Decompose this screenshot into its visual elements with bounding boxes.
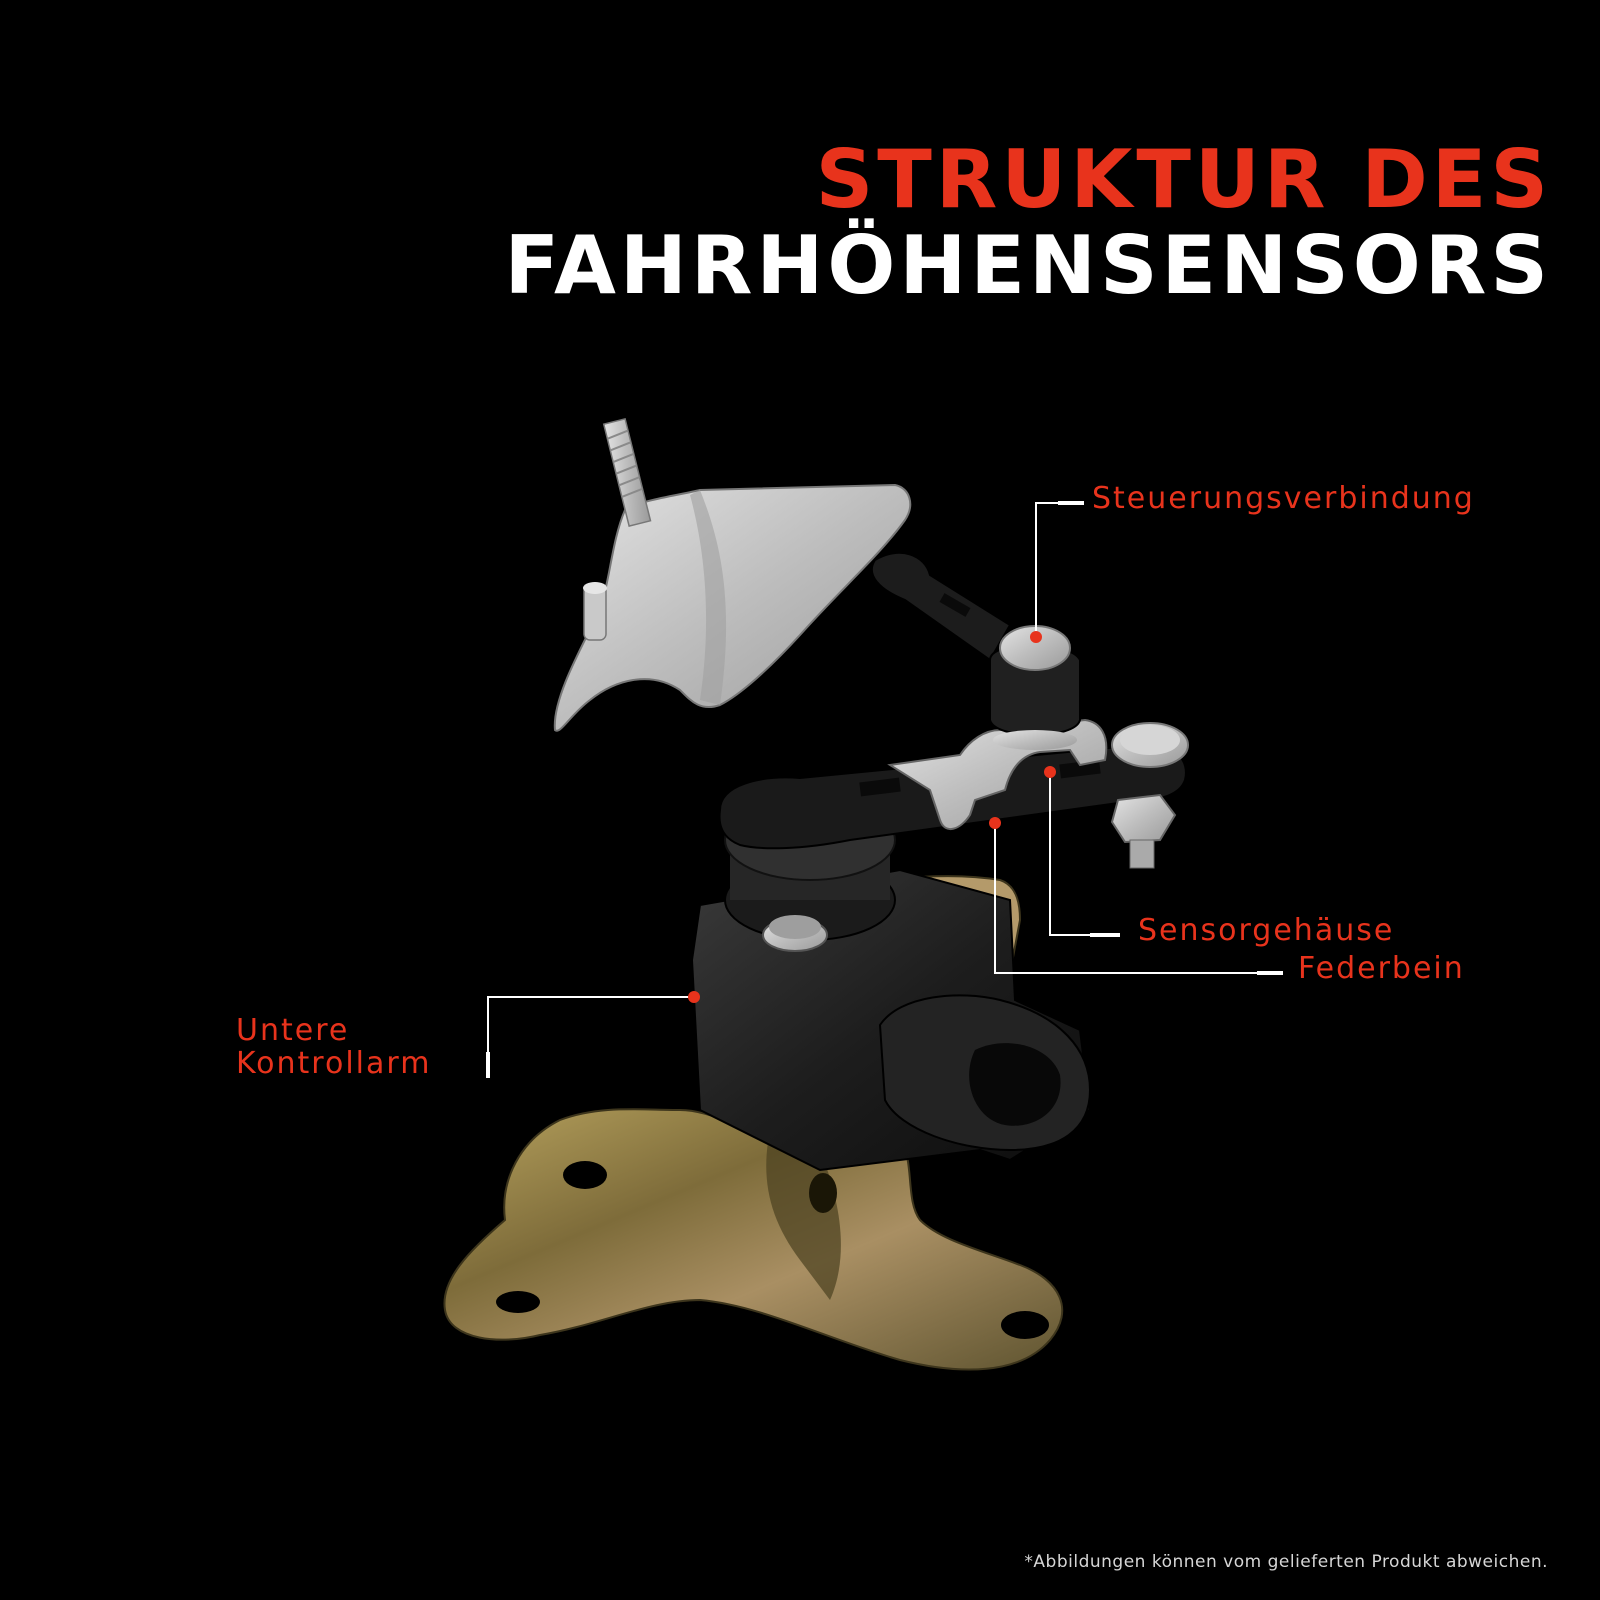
- callout-untere-kontrollarm: Untere Kontrollarm: [236, 1014, 431, 1080]
- upper-bracket: [553, 417, 912, 732]
- headline-line-1: STRUKTUR DES: [815, 133, 1552, 226]
- callout-untere-kontrollarm-line-2: Kontrollarm: [236, 1046, 432, 1081]
- callout-dots: [688, 631, 1056, 1003]
- callout-federbein: Federbein: [1298, 951, 1465, 986]
- callout-untere-kontrollarm-line-1: Untere: [236, 1013, 350, 1048]
- callout-leaders: [486, 501, 1283, 1078]
- callout-steuerungsverbindung: Steuerungsverbindung: [1092, 481, 1475, 516]
- lower-bracket: [443, 1108, 1064, 1371]
- link-rod: [870, 551, 1081, 750]
- disclaimer-footnote: *Abbildungen können vom gelieferten Prod…: [1024, 1552, 1548, 1572]
- sensor-housing: [690, 799, 1092, 1172]
- callout-sensorgehaeuse: Sensorgehäuse: [1138, 913, 1395, 948]
- end-bolt: [1110, 722, 1189, 869]
- headline-line-2: FAHRHÖHENSENSORS: [504, 219, 1552, 312]
- headline: STRUKTUR DES FAHRHÖHENSENSORS: [504, 140, 1552, 306]
